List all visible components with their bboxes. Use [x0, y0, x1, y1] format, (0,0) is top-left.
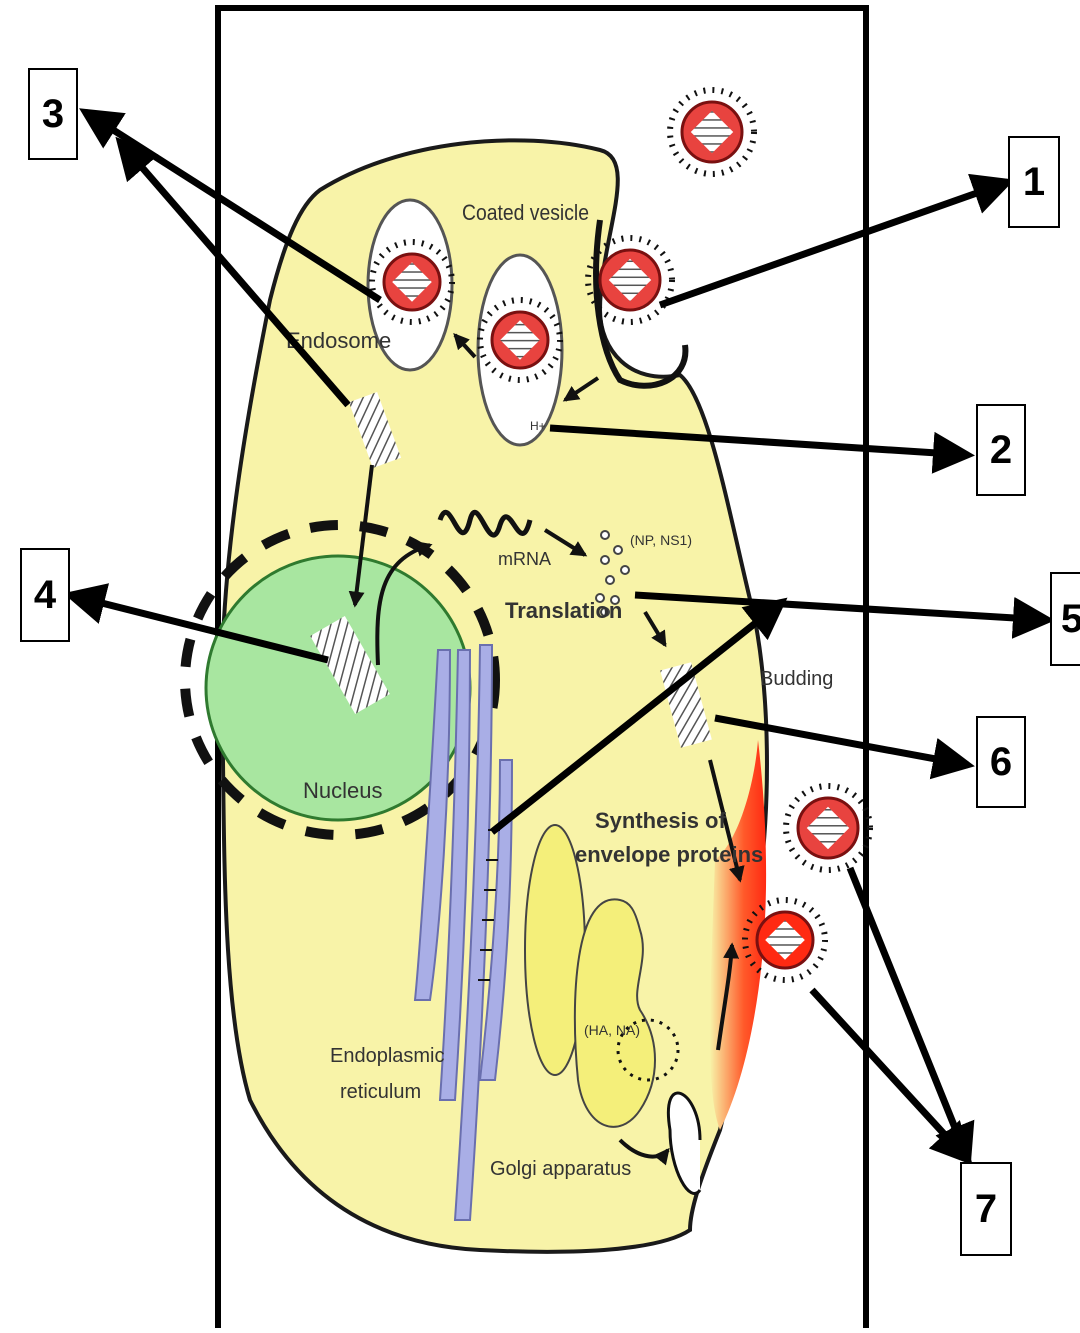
label-er-line1: Endoplasmic — [330, 1045, 445, 1067]
virion-extracellular — [670, 90, 754, 174]
label-np-ns1: (NP, NS1) — [630, 532, 692, 548]
label-translation: Translation — [505, 598, 622, 623]
callout-box-2: 2 — [976, 404, 1026, 496]
label-mrna: mRNA — [498, 549, 551, 569]
callout-box-4: 4 — [20, 548, 70, 642]
callout-box-1: 1 — [1008, 136, 1060, 228]
callout-box-5: 5 — [1050, 572, 1080, 666]
callout-box-7: 7 — [960, 1162, 1012, 1256]
label-coated-vesicle: Coated vesicle — [462, 201, 589, 225]
label-budding: Budding — [760, 668, 833, 690]
callout-box-6: 6 — [976, 716, 1026, 808]
label-synthesis-line2: envelope proteins — [575, 842, 763, 867]
label-h-plus: H+ — [530, 419, 546, 433]
callout-box-3: 3 — [28, 68, 78, 160]
label-er-line2: reticulum — [340, 1081, 421, 1103]
virion-released — [786, 786, 870, 870]
label-ha-na: (HA, NA) — [584, 1022, 640, 1038]
label-nucleus: Nucleus — [303, 778, 382, 803]
label-golgi: Golgi apparatus — [490, 1158, 631, 1180]
label-synthesis-line1: Synthesis of — [595, 808, 726, 833]
